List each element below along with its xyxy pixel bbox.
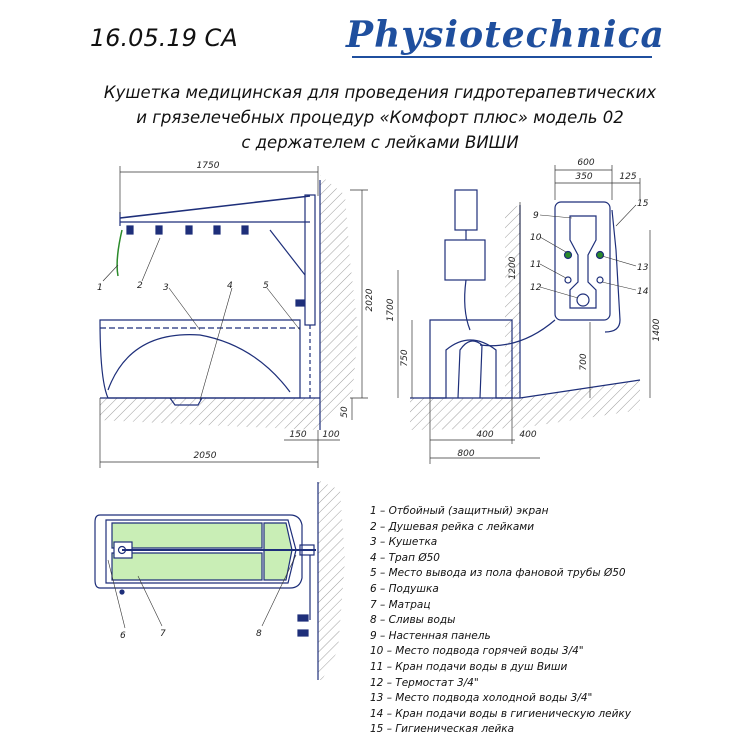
side-dimensions [99, 166, 368, 468]
front-dimension-labels: 600 350 125 1200 1700 1400 750 700 400 4… [386, 158, 662, 459]
plan-couch-inner [105, 519, 297, 584]
callout-14: 14 [637, 287, 649, 297]
front-wall-panel [554, 201, 611, 321]
dim-100: 100 [322, 430, 339, 440]
dim-400-right: 400 [519, 430, 536, 440]
side-wall-panel [304, 194, 316, 326]
legend-item-15: 15 – Гигиеническая лейка [370, 723, 515, 736]
legend-item-6: 6 – Подушка [370, 582, 439, 595]
title-line-1: Кушетка медицинская для проведения гидро… [103, 83, 657, 102]
callout-6: 6 [120, 631, 126, 641]
side-couch-curve [107, 334, 291, 393]
plan-mattress-upper [111, 522, 263, 549]
callout-10: 10 [530, 233, 542, 243]
dim-1200: 1200 [508, 256, 518, 279]
front-shower-head [454, 189, 478, 231]
dim-350: 350 [575, 172, 592, 182]
side-dimension-labels: 1750 2020 50 150 100 2050 [194, 161, 375, 461]
dim-750: 750 [400, 349, 410, 366]
plan-couch-outline [94, 514, 303, 589]
front-wall-hatch [505, 205, 520, 398]
drawing-date: 16.05.19 CA [90, 24, 238, 52]
title-line-3: с держателем с лейками ВИШИ [241, 133, 519, 152]
dim-1400: 1400 [652, 318, 662, 341]
dim-125: 125 [619, 172, 636, 182]
callout-15: 15 [637, 199, 649, 209]
legend-item-1: 1 – Отбойный (защитный) экран [370, 505, 549, 517]
dim-2020: 2020 [365, 288, 375, 311]
legend-item-14: 14 – Кран подачи воды в гигиеническую ле… [370, 707, 631, 720]
dim-1750: 1750 [197, 161, 220, 171]
side-view [99, 175, 358, 430]
callout-7: 7 [160, 629, 166, 639]
legend-item-12: 12 – Термостат 3/4" [370, 676, 479, 689]
legend-item-9: 9 – Настенная панель [370, 629, 491, 642]
dim-1700: 1700 [386, 298, 396, 321]
callout-4: 4 [227, 281, 233, 291]
callout-3: 3 [163, 283, 169, 293]
side-wall-hatch [320, 175, 358, 430]
plan-callouts [107, 554, 297, 629]
legend-item-11: 11 – Кран подачи воды в душ Виши [370, 660, 568, 673]
front-floor-hatch [410, 380, 640, 430]
plan-pillow [263, 522, 293, 581]
legend-item-2: 2 – Душевая рейка с лейками [370, 520, 535, 533]
legend-item-7: 7 – Матрац [370, 598, 431, 611]
plan-wall-hatch [318, 480, 345, 680]
side-couch [99, 319, 301, 399]
panel-callout-labels: 9 10 11 12 15 13 14 [530, 199, 649, 297]
side-callout-labels: 1 2 3 4 5 [97, 281, 269, 293]
legend-item-10: 10 – Место подвода горячей воды 3/4" [370, 645, 584, 658]
callout-8: 8 [256, 629, 262, 639]
side-callouts [102, 237, 301, 401]
brand-logo: Physiotechnica [346, 14, 665, 56]
legend-item-5: 5 – Место вывода из пола фановой трубы Ø… [370, 567, 626, 580]
dim-2050: 2050 [194, 451, 217, 461]
drawing-title: Кушетка медицинская для проведения гидро… [60, 80, 700, 155]
front-dimensions [397, 165, 651, 464]
legend-item-3: 3 – Кушетка [370, 536, 438, 549]
legend-item-13: 13 – Место подвода холодной воды 3/4" [370, 692, 593, 705]
title-line-2: и грязелечебных процедур «Комфорт плюс» … [136, 108, 624, 127]
side-drain [169, 397, 203, 406]
dim-400-left: 400 [476, 430, 493, 440]
callout-2: 2 [137, 281, 143, 291]
side-floor-hatch [100, 398, 320, 430]
dim-800: 800 [457, 449, 474, 459]
plan-callout-labels: 6 7 8 [120, 629, 262, 641]
dim-150: 150 [289, 430, 306, 440]
logo-underline [352, 56, 652, 58]
callout-11: 11 [530, 260, 541, 270]
dim-50: 50 [340, 406, 350, 418]
parts-legend: 1 – Отбойный (защитный) экран 2 – Душева… [370, 504, 631, 738]
dim-600: 600 [577, 158, 594, 168]
callout-13: 13 [637, 263, 649, 273]
callout-5: 5 [263, 281, 269, 291]
side-shower-rail [119, 195, 311, 219]
callout-9: 9 [533, 211, 539, 221]
legend-item-4: 4 – Трап Ø50 [370, 551, 440, 564]
callout-12: 12 [530, 283, 542, 293]
panel-callouts [539, 204, 637, 299]
legend-item-8: 8 – Сливы воды [370, 614, 456, 627]
front-couch [429, 319, 513, 399]
front-view [410, 189, 641, 430]
plan-mattress-lower [111, 552, 263, 581]
plan-view [94, 480, 345, 680]
dim-700: 700 [579, 353, 589, 370]
callout-1: 1 [97, 283, 103, 293]
